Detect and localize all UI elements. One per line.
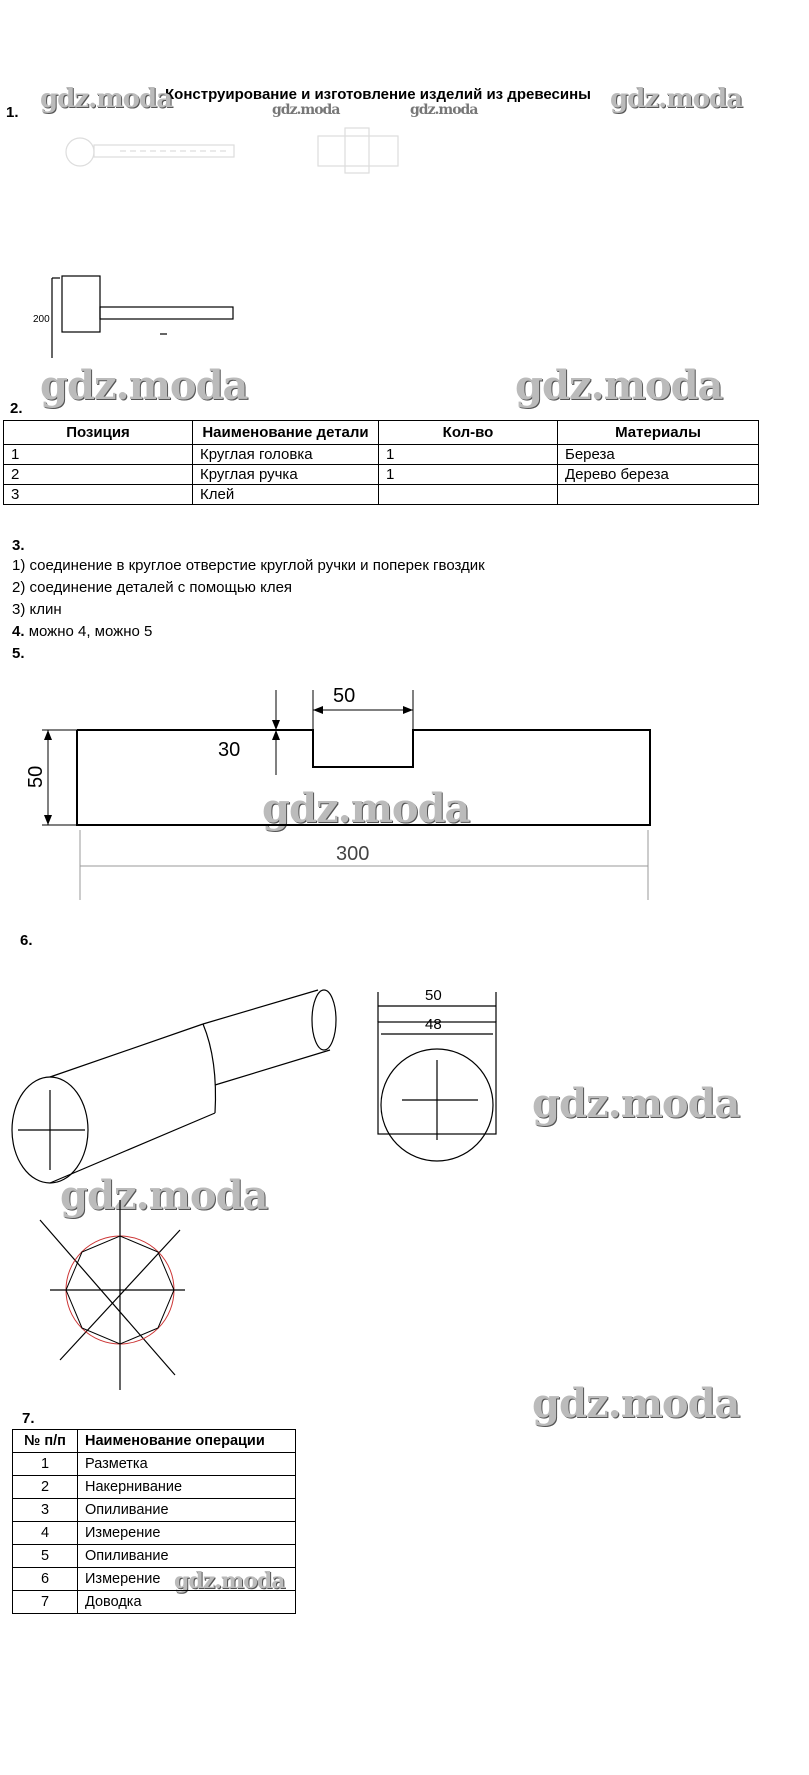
table-cell: Измерение — [77, 1521, 296, 1545]
task7-number: 7. — [22, 1410, 35, 1427]
table-row: 1 Круглая головка 1 Береза — [3, 444, 759, 465]
table-cell — [378, 484, 558, 505]
column-header: Кол-во — [378, 420, 558, 445]
column-header: Материалы — [557, 420, 759, 445]
table-cell: Накернивание — [77, 1475, 296, 1499]
task5-drawing: 50 50 30 300 — [25, 685, 651, 900]
task6-drawing: 50 48 — [11, 987, 497, 1390]
table-cell: Опиливание — [77, 1544, 296, 1568]
table-cell: Круглая ручка — [192, 464, 379, 485]
dimension-slot-width: 50 — [333, 685, 355, 707]
dimension-width: 300 — [336, 843, 369, 865]
table-cell: Разметка — [77, 1452, 296, 1476]
table-cell: 1 — [378, 444, 558, 465]
table-cell: 1 — [3, 444, 193, 465]
dimension-inner: 48 — [425, 1016, 442, 1033]
watermark: gdz.moda — [532, 1080, 740, 1127]
column-header: Позиция — [3, 420, 193, 445]
table-cell: 5 — [12, 1544, 78, 1568]
column-header: № п/п — [12, 1429, 78, 1453]
table-cell: 7 — [12, 1590, 78, 1614]
column-header: Наименование операции — [77, 1429, 296, 1453]
watermark: gdz.moda — [60, 1172, 268, 1219]
table-cell: 4 — [12, 1521, 78, 1545]
table-cell: Доводка — [77, 1590, 296, 1614]
task3-number: 3. — [12, 537, 25, 554]
watermark: gdz.moda — [40, 362, 248, 409]
dimension-height: 50 — [25, 766, 47, 788]
task3-line: 2) соединение деталей с помощью клея — [12, 579, 293, 596]
table-cell: 6 — [12, 1567, 78, 1591]
task1-dimension: 200 — [33, 314, 50, 325]
dimension-outer: 50 — [425, 987, 442, 1004]
page-title: Конструирование и изготовление изделий и… — [165, 86, 591, 103]
table-cell: Круглая головка — [192, 444, 379, 465]
task6-number: 6. — [20, 932, 33, 949]
watermark: gdz.moda — [40, 84, 173, 114]
table-cell: Береза — [557, 444, 759, 465]
task4-answer: 4. можно 4, можно 5 — [12, 623, 152, 640]
table-cell: Опиливание — [77, 1498, 296, 1522]
task3-line: 1) соединение в круглое отверстие кругло… — [12, 557, 485, 574]
task1-number: 1. — [6, 104, 19, 121]
table-cell: 3 — [3, 484, 193, 505]
table-cell: Измерение — [77, 1567, 296, 1591]
watermark: gdz.moda — [410, 102, 478, 118]
task5-number: 5. — [12, 645, 25, 662]
table-cell: Клей — [192, 484, 379, 505]
task2-number: 2. — [10, 400, 23, 417]
task3-line: 3) клин — [12, 601, 62, 618]
watermark: gdz.moda — [610, 84, 743, 114]
table-cell: 3 — [12, 1498, 78, 1522]
table-cell: Дерево береза — [557, 464, 759, 485]
task1-drawings: 200 — [33, 127, 399, 358]
task4-number: 4. — [12, 623, 25, 640]
table-row: 2 Круглая ручка 1 Дерево береза — [3, 464, 759, 485]
parts-table: Позиция Наименование детали Кол-во Матер… — [3, 420, 759, 505]
task4-text: можно 4, можно 5 — [28, 623, 153, 640]
table-cell: 2 — [3, 464, 193, 485]
dimension-slot-depth: 30 — [218, 739, 240, 761]
table-cell — [557, 484, 759, 505]
watermark: gdz.moda — [272, 102, 340, 118]
watermark: gdz.moda — [532, 1380, 740, 1427]
column-header: Наименование детали — [192, 420, 379, 445]
table-cell: 1 — [378, 464, 558, 485]
table-row: 3 Клей — [3, 484, 759, 505]
table-cell: 1 — [12, 1452, 78, 1476]
watermark: gdz.moda — [515, 362, 723, 409]
table-cell: 2 — [12, 1475, 78, 1499]
